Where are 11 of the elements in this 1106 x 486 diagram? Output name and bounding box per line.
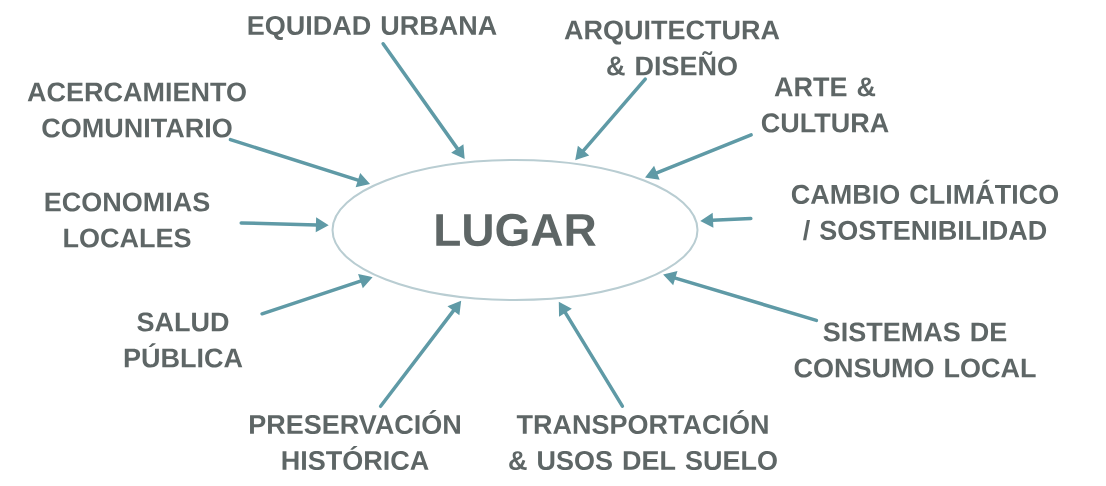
- topic-label: TRANSPORTACIÓN & USOS DEL SUELO: [509, 409, 777, 471]
- topic-label: SALUD PÚBLICA: [124, 312, 243, 368]
- place-blob: LUGAR: [331, 159, 699, 301]
- topic-label: ACERCAMIENTO COMUNITARIO: [27, 82, 246, 138]
- topic-label: SISTEMAS DE CONSUMO LOCAL: [794, 322, 1036, 378]
- topic-label: EQUIDAD URBANA: [248, 15, 497, 41]
- topic-label: ARTE & CULTURA: [761, 77, 889, 133]
- topic-label: ARQUITECTURA & DISEÑO: [564, 20, 780, 76]
- topic-label: CAMBIO CLIMÁTICO / SOSTENIBILIDAD: [791, 179, 1059, 241]
- topic-label: ECONOMIAS LOCALES: [45, 192, 210, 248]
- topic-label: PRESERVACIÓN HISTÓRICA: [250, 409, 460, 471]
